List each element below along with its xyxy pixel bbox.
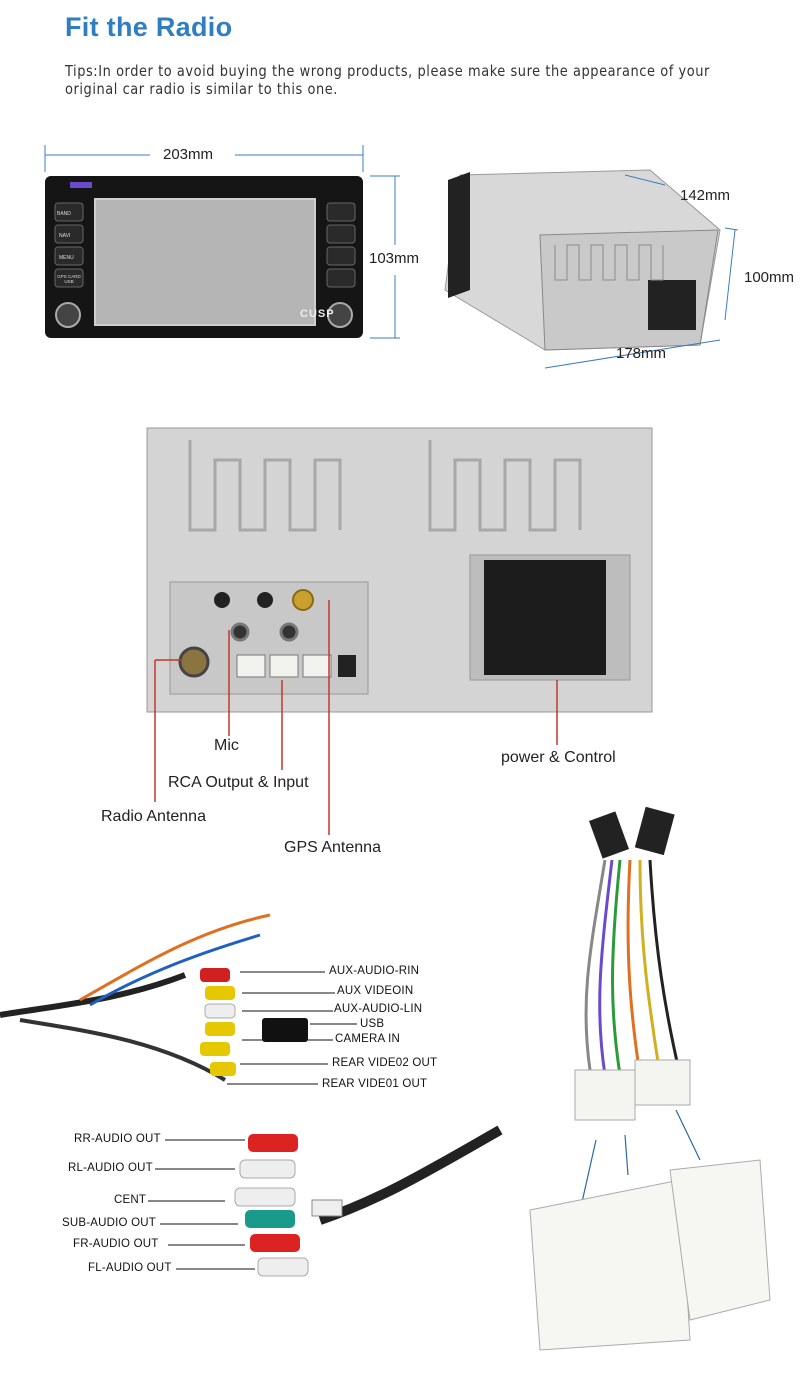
gps-antenna-label: GPS Antenna <box>284 839 381 856</box>
depth-dimension: 142mm <box>680 187 731 204</box>
band-button: BAND <box>57 211 71 217</box>
back-panel-image <box>146 427 653 835</box>
cable-label: CENT <box>114 1194 147 1206</box>
cable-label: USB <box>360 1018 385 1030</box>
cable-label: FR-AUDIO OUT <box>73 1238 159 1250</box>
cable-label: AUX-AUDIO-RIN <box>329 965 420 977</box>
upper-cable-image <box>0 913 357 1085</box>
cable-label: RL-AUDIO OUT <box>68 1162 153 1174</box>
rear-width-dimension: 178mm <box>616 345 667 362</box>
rca-label: RCA Output & Input <box>168 774 309 791</box>
radio-antenna-label: Radio Antenna <box>101 808 206 825</box>
cable-label: RR-AUDIO OUT <box>74 1133 161 1145</box>
rear-height-dimension: 100mm <box>744 269 795 286</box>
cable-label: CAMERA IN <box>335 1033 401 1045</box>
tips-text: Tips:In order to avoid buying the wrong … <box>65 62 710 98</box>
lower-cable-image <box>148 1125 503 1277</box>
harness-image <box>529 806 771 1351</box>
page-title: Fit the Radio <box>65 12 233 42</box>
front-radio-image <box>44 145 400 339</box>
cable-label: AUX-AUDIO-LIN <box>334 1003 423 1015</box>
cable-label: AUX VIDEOIN <box>337 985 414 997</box>
menu-button: MENU <box>59 255 74 261</box>
cable-label: FL-AUDIO OUT <box>88 1262 172 1274</box>
navi-button: NAVI <box>59 233 71 239</box>
cable-label: REAR VIDE02 OUT <box>332 1057 438 1069</box>
leader-lines <box>154 600 558 835</box>
mic-label: Mic <box>214 737 239 754</box>
brand-logo: CUSP <box>300 308 335 320</box>
power-control-label: power & Control <box>501 749 616 766</box>
cable-label: SUB-AUDIO OUT <box>62 1217 156 1229</box>
height-dimension: 103mm <box>369 250 420 267</box>
side-radio-image <box>444 169 739 369</box>
width-dimension: 203mm <box>163 146 214 163</box>
gps-card-usb-button: GPS CARD USB <box>57 274 81 284</box>
cable-label: REAR VIDE01 OUT <box>322 1078 428 1090</box>
